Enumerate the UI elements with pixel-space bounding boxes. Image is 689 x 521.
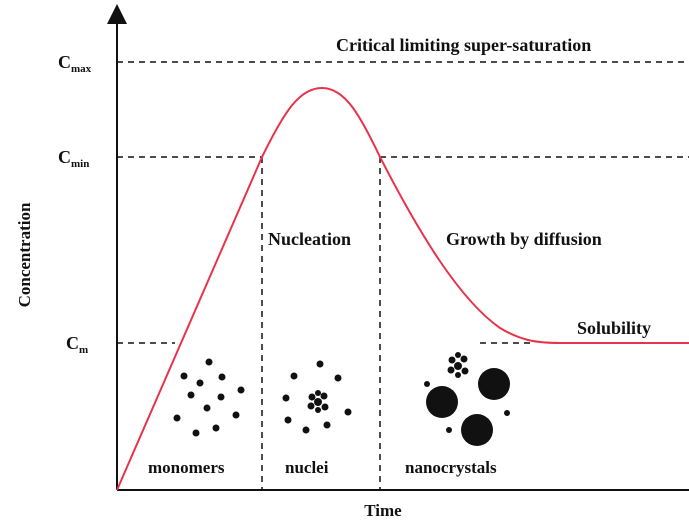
nucleus-dot [323,421,331,429]
monomer-dot [187,391,195,399]
nanocrystal-small-dot [424,381,430,387]
nuclei-label: nuclei [285,458,329,477]
monomer-dot [192,429,200,437]
nanocrystals-label: nanocrystals [405,458,497,477]
cmin-label: Cmin [58,147,89,170]
nucleus-dot [316,360,324,368]
x-axis-label: Time [364,501,402,520]
solubility-label: Solubility [577,318,651,338]
nanocrystal-small-dot [504,410,510,416]
nucleus-dot [344,408,352,416]
cmax-label: Cmax [58,52,92,75]
monomer-dot [218,373,226,381]
nucleus-dot [282,394,290,402]
cm-label: Cm [66,333,88,356]
nucleus-cluster [307,390,329,413]
small-cluster [447,352,469,378]
monomer-dot [232,411,240,419]
monomer-dot [173,414,181,422]
monomers-label: monomers [148,458,225,477]
monomer-dot [212,424,220,432]
nucleation-label: Nucleation [268,229,351,249]
growth-label: Growth by diffusion [446,229,602,249]
nanocrystal-large [426,386,458,418]
nucleus-dot [284,416,292,424]
monomer-dot [237,386,245,394]
nanocrystal-small-dot [446,427,452,433]
critical-supersaturation-label: Critical limiting super-saturation [336,35,591,55]
nanocrystal-large [461,414,493,446]
y-axis-label: Concentration [15,202,34,307]
monomer-dot [196,379,204,387]
nanocrystal-particles [424,352,510,446]
monomer-dot [217,393,225,401]
nucleus-dot [334,374,342,382]
monomer-dot [205,358,213,366]
nanocrystal-large [478,368,510,400]
nuclei-particles [282,360,352,434]
monomer-dot [203,404,211,412]
monomers-particles [173,358,245,437]
nucleus-dot [290,372,298,380]
nucleus-dot [302,426,310,434]
concentration-curve [116,86,689,491]
monomer-dot [180,372,188,380]
